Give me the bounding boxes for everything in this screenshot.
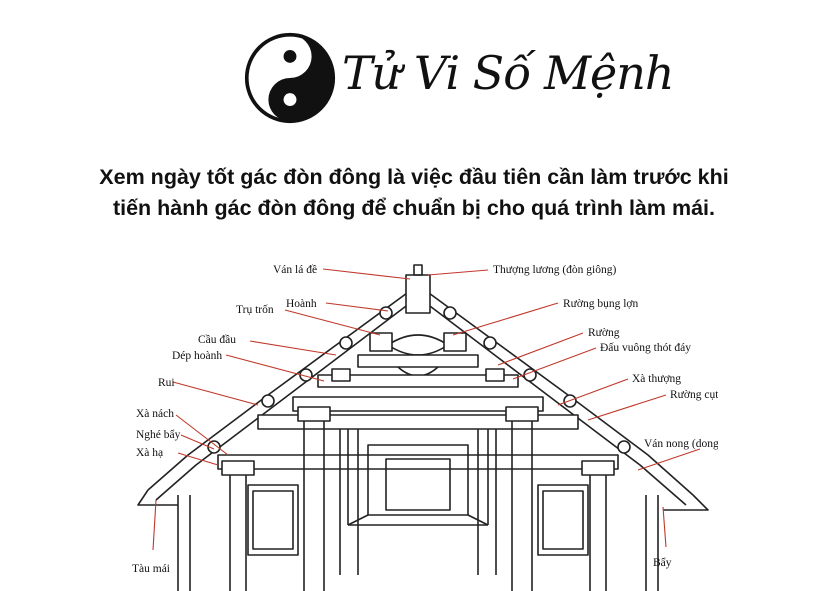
- label-cau-dau: Cầu đầu: [198, 333, 236, 346]
- headline-line-1: Xem ngày tốt gác đòn đông là việc đầu ti…: [99, 165, 729, 189]
- label-van-nong: Ván nong (dong: [644, 438, 718, 450]
- label-ruong-cut: Rường cụt: [670, 389, 718, 401]
- label-thuong-luong: Thượng lương (đòn giông): [493, 264, 616, 276]
- leader-lines: [152, 268, 701, 551]
- label-nghe-bay: Nghé bẩy: [136, 428, 181, 441]
- brand-name: Tử Vi Số Mệnh: [342, 46, 675, 100]
- label-xa-ha: Xà hạ: [136, 447, 163, 459]
- label-van-la-de: Ván lá đề: [273, 263, 317, 276]
- headline-line-2: tiến hành gác đòn đông để chuẩn bị cho q…: [112, 196, 716, 220]
- label-hoanh: Hoành: [286, 298, 317, 310]
- columns: [177, 415, 659, 591]
- headline: Xem ngày tốt gác đòn đông là việc đầu ti…: [30, 162, 798, 224]
- label-bay: Bẩy: [653, 556, 672, 569]
- label-ruong: Rường: [588, 327, 620, 339]
- label-xa-thuong: Xà thượng: [632, 373, 681, 385]
- label-dep-hoanh: Dép hoành: [172, 350, 222, 362]
- label-xa-nach: Xà nách: [136, 408, 174, 420]
- label-rui: Rui: [158, 377, 175, 389]
- diagram-drawing: [137, 264, 709, 591]
- label-ruong-bung-lon: Rường bụng lợn: [563, 298, 639, 310]
- roof-structure-diagram: Ván lá đề Thượng lương (đòn giông) Hoành…: [132, 263, 718, 591]
- label-tru-tron: Trụ trốn: [236, 303, 274, 316]
- label-dau-vuong: Đấu vuông thót đáy: [600, 341, 691, 354]
- yin-yang-icon: [244, 32, 336, 124]
- ridge-beam: [405, 274, 431, 314]
- belly-beam: [387, 334, 449, 356]
- label-tau-mai: Tàu mái: [132, 563, 170, 575]
